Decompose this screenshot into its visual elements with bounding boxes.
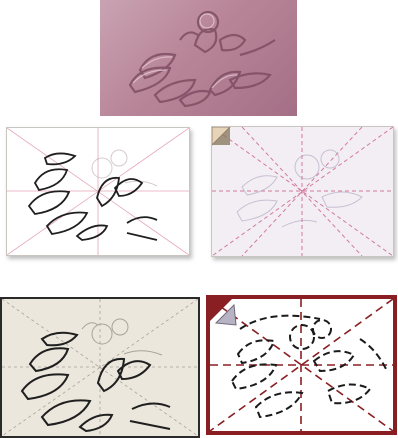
marked-fabric-sheet: [211, 126, 394, 257]
pattern-diagram: [0, 297, 200, 438]
stitch-diagram-lines: [210, 299, 393, 431]
pattern-diagram-lines: [2, 299, 198, 436]
sketch-lines: [7, 128, 189, 255]
dashed-stitch-diagram: [206, 295, 397, 435]
quilted-flower-art: [100, 0, 297, 116]
fabric-markings: [212, 127, 393, 256]
quilted-flower-photo: [100, 0, 297, 116]
traced-pattern-sketch: [6, 127, 190, 256]
